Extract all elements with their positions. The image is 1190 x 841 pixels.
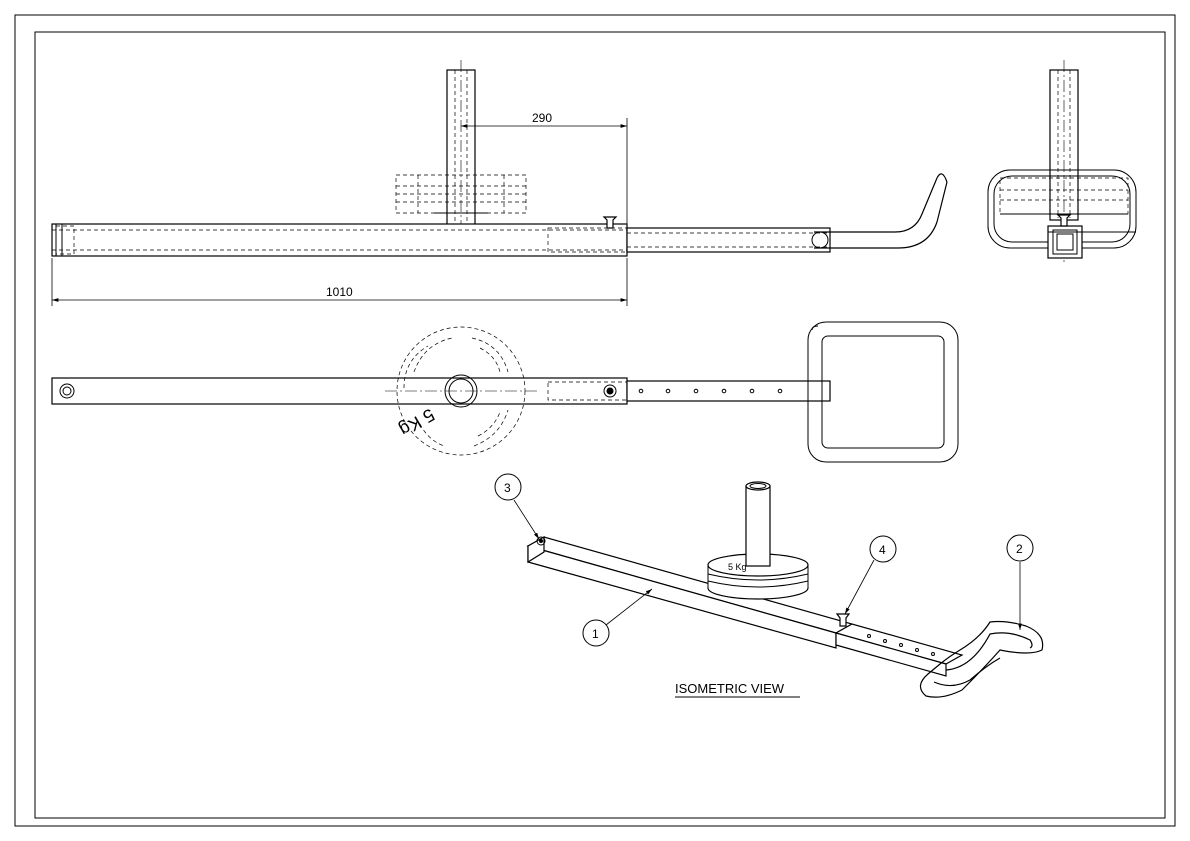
balloon-2: 2 xyxy=(1006,534,1034,630)
dimension-1010: 1010 xyxy=(51,258,628,306)
plate-label: 5 Kg xyxy=(396,405,438,441)
inner-border xyxy=(34,31,1166,819)
side-view xyxy=(987,60,1137,262)
svg-text:4: 4 xyxy=(879,543,886,557)
svg-text:3: 3 xyxy=(504,481,511,495)
isometric-view-title: ISOMETRIC VIEW xyxy=(675,681,800,698)
iso-plate-mark: 5 Kg xyxy=(728,562,747,572)
svg-text:2: 2 xyxy=(1016,542,1023,556)
dimension-290: 290 xyxy=(461,111,628,226)
dimension-290-label: 290 xyxy=(532,111,552,125)
svg-text:1: 1 xyxy=(592,627,599,641)
balloon-3: 3 xyxy=(494,473,540,540)
front-view xyxy=(51,60,948,257)
outer-border xyxy=(14,14,1176,827)
dimension-1010-label: 1010 xyxy=(326,285,353,299)
isometric-view: 5 Kg xyxy=(526,481,1044,698)
top-view: 5 Kg xyxy=(51,321,959,463)
balloon-1: 1 xyxy=(582,588,653,647)
svg-text:ISOMETRIC VIEW: ISOMETRIC VIEW xyxy=(675,681,785,696)
balloon-4: 4 xyxy=(844,535,897,615)
